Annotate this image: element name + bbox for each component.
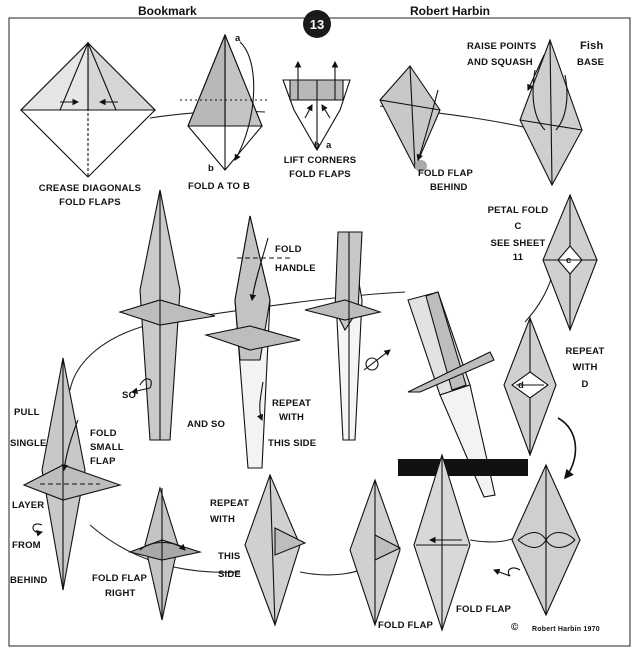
step9-label-line3: THIS SIDE [268,438,317,449]
step6-label-line4: 11 [512,252,524,263]
step-left-figure [118,189,216,441]
return-arrow [557,417,577,480]
step1-label-line2: FOLD FLAPS [59,197,121,208]
step1-square [19,41,157,178]
step1-label-line1: CREASE DIAGONALS [38,183,142,194]
step3-label-line2: FOLD FLAPS [289,169,351,180]
marker-b-center: b [314,140,321,151]
step14-label-line3: THIS [218,551,241,562]
step12-label-line1: FOLD [90,428,117,439]
step12-label-line2: SMALL [90,442,124,453]
step7-label-line3: D [581,379,589,390]
step8-label-line2: HANDLE [275,263,316,274]
step11-label-single: SINGLE [10,438,47,449]
base-label: BASE [577,57,605,68]
step5-fish-base [519,38,583,187]
fish-label: Fish [580,40,604,52]
copyright-icon: © [511,622,519,633]
step14-label-line1: REPEAT [210,498,250,509]
step-bottom-second-figure [128,486,203,621]
step-bottom-right-figure [492,463,581,617]
step13-label-line2: RIGHT [105,588,136,599]
step9-label-line1: REPEAT [272,398,312,409]
step9-and-so: AND SO [187,419,226,430]
step2-kite [180,33,268,171]
step4-shape [379,65,441,172]
step10-so: SO [122,390,137,401]
step6-label-line3: SEE SHEET [490,238,546,249]
step5-label-line2: AND SQUASH [467,57,533,68]
step2-label: FOLD A TO B [188,181,251,192]
step14-label-line2: WITH [210,514,236,525]
step5-label-line1: RAISE POINTS [467,41,537,52]
step12-label-line3: FLAP [90,456,116,467]
frame-border [8,17,631,647]
step6-label-line1: PETAL FOLD [487,205,549,216]
step14-label-line4: SIDE [218,569,241,580]
step7-label-line1: REPEAT [565,346,605,357]
diagram-title: Bookmark [138,4,197,18]
step13-label-line1: FOLD FLAP [92,573,148,584]
step16-label: FOLD FLAP [456,604,512,615]
copyright-text: Robert Harbin 1970 [532,626,600,633]
marker-d: d [518,380,525,391]
step8-label-line1: FOLD [275,244,302,255]
black-bar [398,459,528,476]
step9-label-line2: WITH [279,412,305,423]
step6-label-line2: C [514,221,522,232]
step11-label-from: FROM [12,540,41,551]
step11-label-pull: PULL [14,407,40,418]
step4-label-line2: BEHIND [430,182,468,193]
step-center-figure [203,215,301,469]
step-fold-handle [304,231,391,441]
sheet-number-badge: 13 [303,10,331,38]
step-bottom-left-figure [22,357,122,591]
step3-label-line1: LIFT CORNERS [283,155,357,166]
marker-a-center: a [326,140,332,151]
step-bottom-fourth-figure [349,478,402,627]
marker-c: c [566,255,572,266]
step-bottom-third-figure [244,473,307,627]
step15-label: FOLD FLAP [378,620,434,631]
step3-shape [282,60,351,152]
step6-shape [542,193,598,332]
marker-b-left: b [208,163,215,174]
step7-shape [503,316,557,457]
author-name: Robert Harbin [410,4,491,18]
step4-label-line1: FOLD FLAP [418,168,474,179]
marker-a-top: a [235,33,241,44]
step11-label-behind: BEHIND [10,575,48,586]
step7-label-line2: WITH [572,362,598,373]
step11-label-layer: LAYER [12,500,45,511]
step-bottom-fifth-figure [413,453,471,632]
